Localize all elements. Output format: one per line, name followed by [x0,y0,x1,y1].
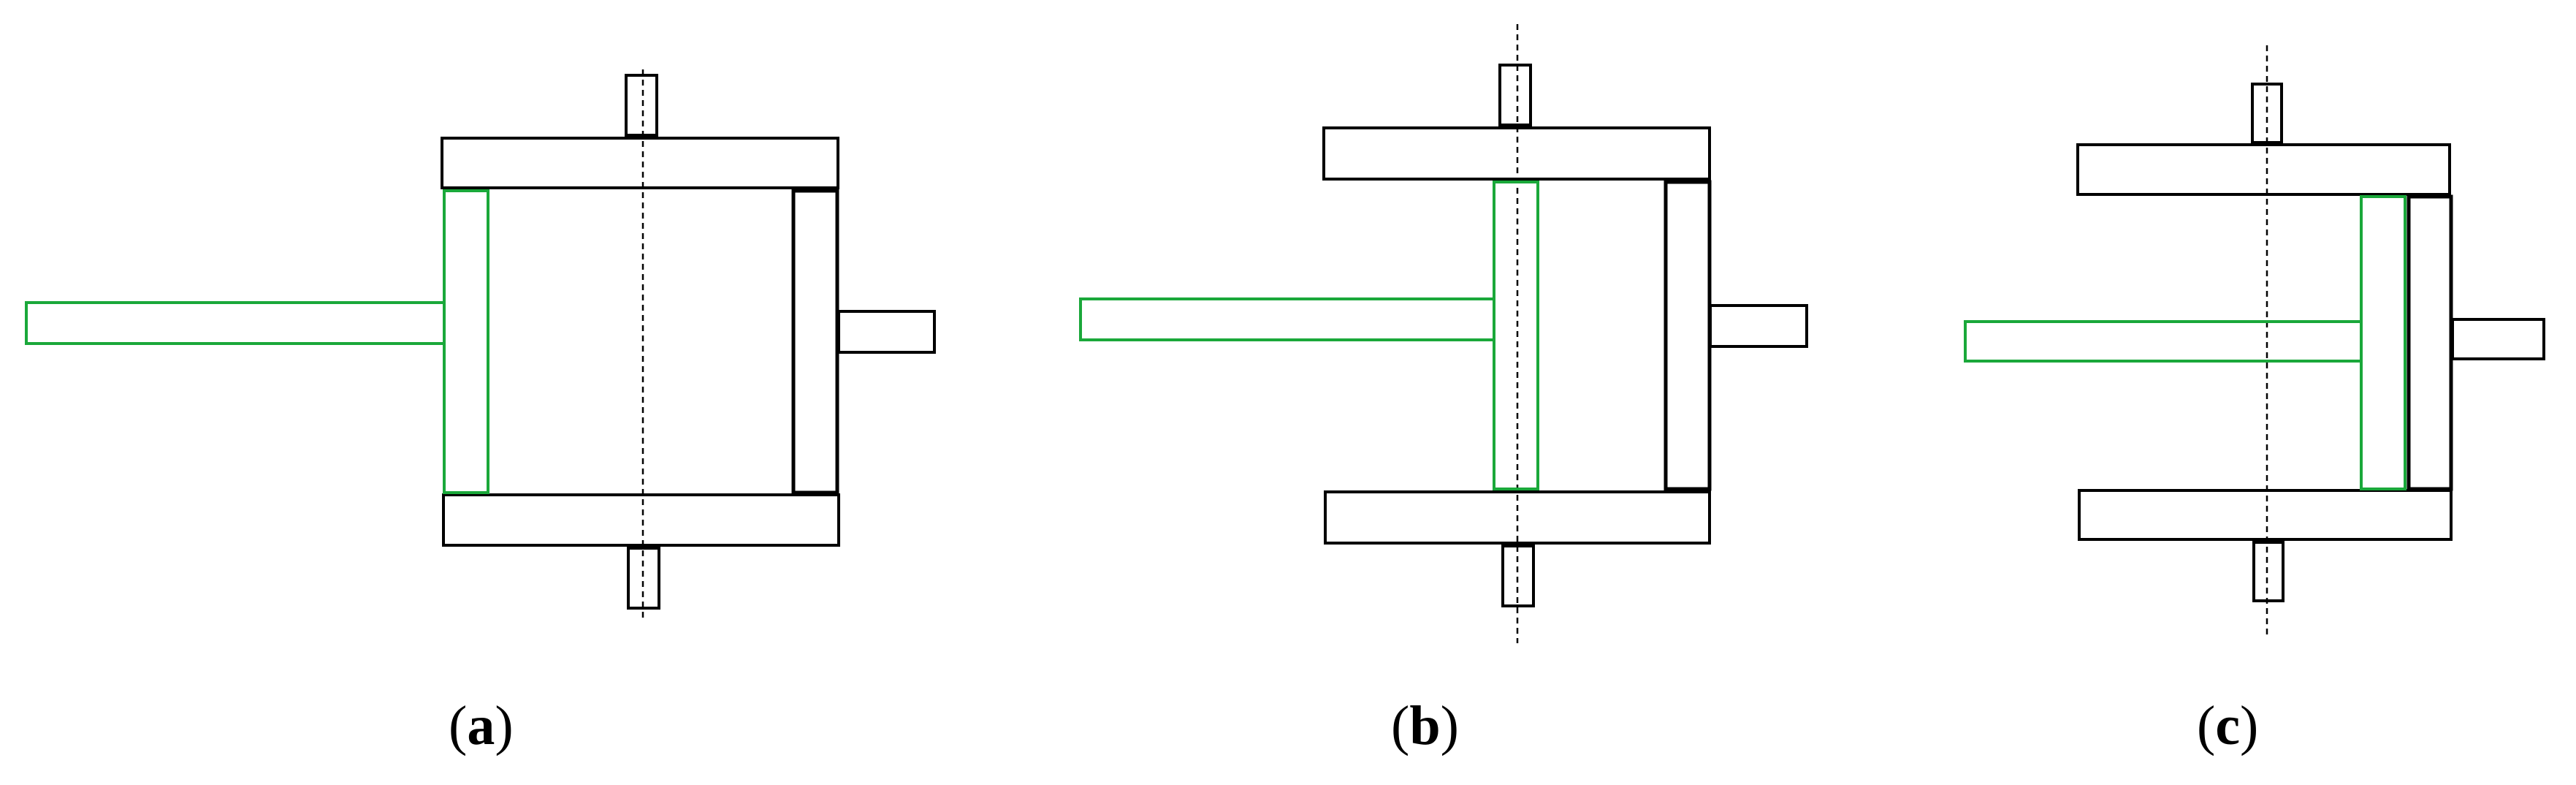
panel-b-piston-head [1493,181,1539,490]
panel-a-top-plate [441,137,839,189]
panel-b-fixed-wall [1664,180,1712,491]
panel-c-right-shaft [2451,318,2545,360]
panel-b-piston-rod [1079,297,1495,341]
panel-a-top-pin [625,74,658,137]
panel-b-top-plate [1322,126,1711,181]
panel-c-caption-open: ( [2197,695,2216,756]
panel-a-right-shaft [837,310,936,354]
panel-a-caption-close: ) [495,695,514,756]
panel-c-bottom-pin [2252,541,2285,602]
panel-c-fixed-wall [2407,194,2453,491]
panel-c-caption-close: ) [2240,695,2259,756]
panel-a [25,69,936,618]
panel-c-piston-head [2360,195,2407,490]
panel-c-caption-letter: c [2215,695,2241,756]
panel-b-caption-open: ( [1391,695,1410,756]
panel-b-caption-close: ) [1440,695,1459,756]
panel-b-caption: (b) [1391,698,1459,754]
panel-a-caption: (a) [449,698,514,754]
panel-b-caption-letter: b [1409,695,1441,756]
panel-a-fixed-wall [791,189,839,495]
panel-c-piston-rod [1964,320,2363,363]
panel-a-bottom-pin [627,547,660,610]
panel-c [1964,45,2545,634]
panel-c-top-pin [2251,83,2283,144]
panel-c-top-plate [2076,143,2451,196]
panel-a-bottom-plate [442,493,840,547]
panel-a-caption-letter: a [467,695,495,756]
panel-c-caption: (c) [2197,698,2258,754]
panel-a-caption-open: ( [449,695,468,756]
panel-a-piston-head [443,189,489,494]
panel-b [1079,24,1808,643]
panel-b-bottom-pin [1501,545,1535,607]
panel-b-bottom-plate [1324,490,1711,545]
panel-c-bottom-plate [2078,489,2453,541]
panel-b-right-shaft [1709,304,1808,348]
panel-b-top-pin [1498,64,1532,126]
panel-a-piston-rod [25,301,446,345]
